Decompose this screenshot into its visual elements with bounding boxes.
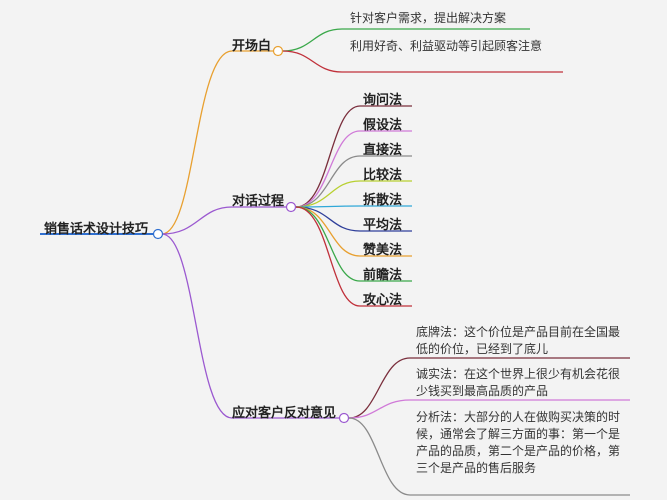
objection-item-analysis[interactable]: 分析法：大部分的人在做购买决策的时候，通常会了解三方面的事：第一个是产品的品质，… (416, 410, 621, 475)
dialogue-item-direct[interactable]: 直接法 (363, 143, 403, 158)
dialogue-child-connector-2 (295, 130, 412, 208)
objection-item-honesty[interactable]: 诚实法：在这个世界上很少有机会花很少钱买到最高品质的产品 (416, 367, 621, 398)
opening-collapse-toggle[interactable] (272, 45, 284, 57)
branch-dialogue-process[interactable]: 对话过程 (232, 194, 285, 209)
branch-opening[interactable]: 开场白 (232, 39, 272, 54)
dialogue-child-connector-7 (295, 206, 412, 257)
dialogue-child-connector-1 (295, 105, 412, 208)
dialogue-item-split[interactable]: 拆散法 (363, 193, 403, 208)
dialogue-child-connector-3 (295, 155, 412, 208)
root-collapse-toggle[interactable] (152, 228, 164, 240)
dialogue-item-foresight[interactable]: 前瞻法 (363, 268, 403, 283)
dialogue-item-mind[interactable]: 攻心法 (363, 293, 403, 308)
dialogue-item-inquiry[interactable]: 询问法 (363, 93, 403, 108)
objections-child-connector-2 (348, 399, 630, 419)
objections-collapse-toggle[interactable] (338, 412, 350, 424)
objection-item-bottom-line[interactable]: 底牌法：这个价位是产品目前在全国最低的价位，已经到了底儿 (416, 325, 621, 356)
dialogue-item-average[interactable]: 平均法 (363, 218, 403, 233)
opening-item-1[interactable]: 针对客户需求，提出解决方案 (350, 11, 507, 25)
opening-child-connector-1 (282, 28, 530, 52)
opening-child-connector-2 (282, 50, 563, 73)
dialogue-collapse-toggle[interactable] (285, 201, 297, 213)
branch-connector-objections (161, 233, 340, 419)
dialogue-item-praise[interactable]: 赞美法 (363, 243, 403, 258)
dialogue-child-connector-4 (295, 180, 412, 208)
dialogue-child-connector-9 (295, 206, 412, 307)
dialogue-child-connector-6 (295, 206, 412, 232)
branch-connector-opening (161, 50, 274, 235)
opening-item-2[interactable]: 利用好奇、利益驱动等引起顾客注意 (350, 39, 543, 53)
root-topic[interactable]: 销售话术设计技巧 (44, 222, 149, 237)
objections-child-connector-3 (348, 417, 630, 496)
dialogue-item-comparison[interactable]: 比较法 (363, 168, 403, 183)
dialogue-item-assumption[interactable]: 假设法 (363, 118, 403, 133)
dialogue-child-connector-5 (295, 205, 412, 208)
branch-handle-objections[interactable]: 应对客户反对意见 (232, 406, 337, 421)
objections-child-connector-1 (348, 357, 630, 419)
branch-connector-dialogue (161, 206, 287, 235)
